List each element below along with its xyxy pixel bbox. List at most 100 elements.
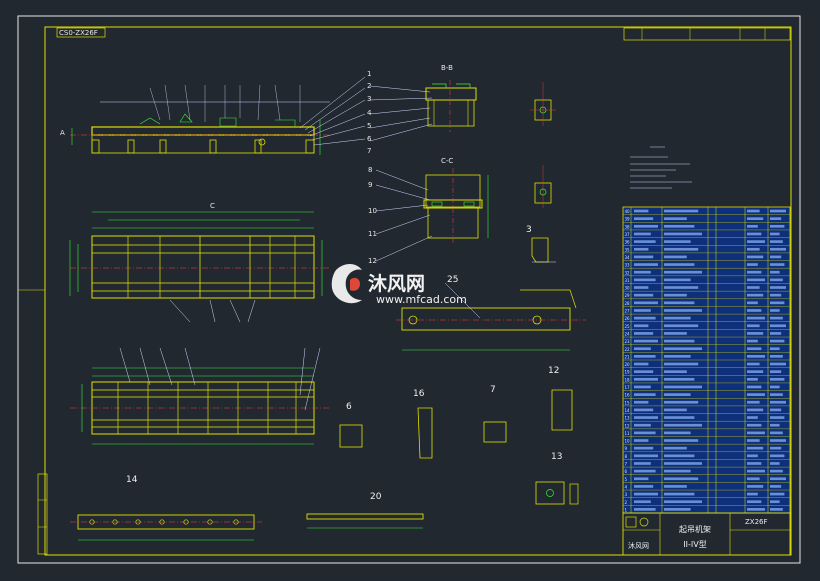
watermark-logo-icon: [331, 264, 362, 304]
bom-row-number: 36: [625, 240, 631, 245]
bom-cell-text: [770, 393, 783, 396]
part-25-leader: [444, 282, 481, 319]
part-13-hole: [546, 489, 554, 497]
bom-cell-text: [634, 240, 656, 243]
bom-cell-text: [770, 278, 783, 282]
bom-cell-text: [664, 347, 702, 351]
bom-cell-text: [664, 485, 687, 488]
bom-cell-text: [634, 485, 654, 488]
bom-row-number: 2: [625, 500, 628, 505]
bom-row-number: 27: [625, 309, 631, 314]
part-label-14: 14: [126, 475, 138, 485]
part-6-shape: [339, 424, 363, 448]
bom-cell-text: [747, 385, 762, 389]
title-company: 沐风网: [628, 541, 649, 550]
bom-cell-text: [634, 385, 651, 389]
bom-cell-text: [634, 347, 651, 351]
small-parts: [339, 389, 579, 505]
bom-row-number: 3: [625, 492, 628, 497]
bom-row-number: 14: [625, 408, 631, 413]
bom-cell-text: [634, 301, 658, 305]
bom-cell-text: [747, 492, 758, 496]
bom-cell-text: [770, 293, 782, 297]
bom-cell-text: [634, 492, 658, 496]
part-label-3: 3: [526, 225, 532, 235]
bom-cell-text: [664, 278, 691, 282]
bom-cell-text: [770, 454, 785, 458]
callout-5: 5: [367, 122, 371, 130]
bom-cell-text: [747, 232, 762, 236]
bom-cell-text: [634, 286, 649, 289]
bom-cell-text: [747, 324, 760, 328]
bom-cell-text: [664, 393, 691, 396]
bom-cell-text: [634, 416, 658, 419]
bom-row-number: 6: [625, 469, 628, 474]
bom-column-lines: [630, 207, 769, 513]
bom-cell-text: [770, 247, 786, 251]
bom-row-number: 37: [625, 232, 631, 237]
bom-cell-text: [634, 408, 654, 412]
bom-cell-text: [664, 446, 687, 450]
bb-details: [432, 83, 471, 88]
bom-cell-text: [770, 347, 780, 351]
bom-cell-text: [770, 332, 782, 335]
bom-row-number: 39: [625, 217, 631, 222]
bom-cell-text: [634, 462, 651, 465]
plan-dimension-lines: [69, 211, 323, 296]
bom-cell-text: [634, 232, 651, 236]
bom-cell-text: [770, 255, 782, 259]
bom-row-number: 22: [625, 347, 631, 352]
bom-cell-text: [770, 224, 785, 228]
bb-leaders: [369, 85, 433, 142]
cc-leaders: [375, 169, 433, 262]
title-block: 起吊机架 II-IV型 ZX26F 沐风网: [622, 512, 791, 556]
bom-cell-text: [634, 309, 651, 312]
bom-cell-text: [747, 431, 765, 435]
bottom-rail-top: [91, 389, 315, 398]
plan-cross-members: [127, 236, 296, 298]
bom-cell-text: [634, 247, 649, 251]
bom-row-number: 33: [625, 263, 631, 268]
bom-cell-text: [770, 301, 785, 305]
bom-row-number: 31: [625, 278, 631, 283]
bom-cell-text: [770, 270, 780, 274]
part-7-shape: [483, 421, 507, 443]
bom-cell-text: [747, 209, 760, 213]
front-elevation-view: [70, 76, 366, 155]
plan-leaders: [169, 299, 256, 323]
bom-row-number: 21: [625, 354, 631, 359]
inner-frame: [44, 26, 792, 556]
bom-cell-text: [634, 500, 651, 504]
bottom-leaders: [119, 347, 321, 411]
detail-views-small: [530, 82, 556, 263]
callout-3: 3: [367, 95, 371, 103]
bom-cell-text: [634, 431, 656, 435]
bom-cell-text: [747, 263, 758, 266]
bom-cell-text: [634, 217, 654, 221]
bottom-view: [70, 347, 330, 445]
bom-cell-text: [770, 362, 786, 366]
bom-cell-text: [634, 439, 649, 442]
bom-cell-text: [747, 500, 762, 504]
bom-cell-text: [770, 324, 786, 328]
bom-row-number: 25: [625, 324, 631, 329]
leg-3: [159, 139, 167, 154]
pin-hole: [258, 138, 266, 146]
section-a-mark: A: [60, 129, 65, 137]
bb-body: [427, 99, 475, 127]
callout-6: 6: [367, 135, 372, 143]
bom-cell-text: [747, 355, 765, 358]
bom-cell-text: [664, 232, 702, 236]
bom-cell-text: [770, 309, 780, 312]
leg-1: [91, 139, 100, 154]
bom-cell-text: [664, 332, 687, 335]
bom-cell-text: [770, 400, 786, 404]
title-block-frame: [622, 512, 791, 556]
section-callout-12: 12: [368, 257, 377, 265]
part-13-side: [569, 483, 579, 505]
bom-row-number: 8: [625, 454, 628, 459]
bom-cell-text: [664, 462, 702, 465]
bom-cell-text: [664, 255, 687, 259]
bom-row-number: 29: [625, 293, 631, 298]
section-c-mark: C: [210, 202, 215, 210]
